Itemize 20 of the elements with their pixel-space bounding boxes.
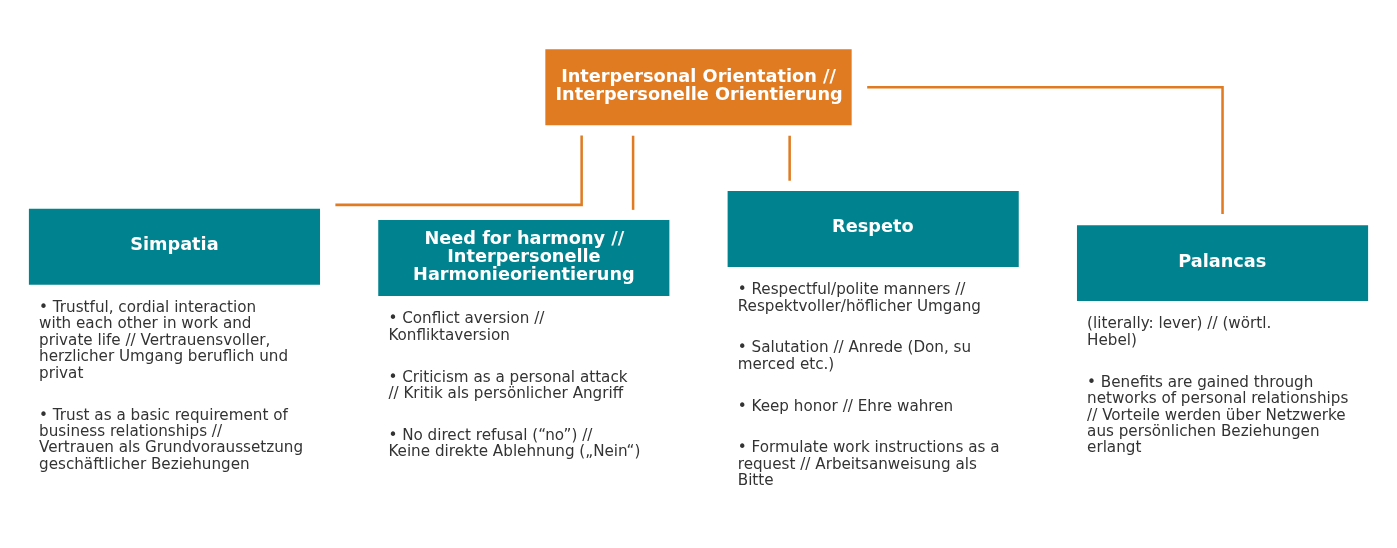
node-label: • Trustful, cordial interaction with each other in work and private life // Vertrauensvoller, herzlicher Umgang beruflich und privat bbox=[39, 297, 289, 382]
node-box: Simpatia bbox=[28, 208, 321, 285]
node-label: • No direct refusal (“no”) // Keine direkte Ablehnung („Nein“) bbox=[388, 425, 641, 460]
node-box: Need for harmony // Interpersonelle Harmonieorientierung bbox=[378, 219, 670, 296]
node-label: (literally: lever) // (wörtl. Hebel) bbox=[1087, 313, 1272, 349]
node-label: • Trust as a basic requirement of business relationships // Vertrauen als Grundvoraussetzung geschäftlicher Beziehungen bbox=[39, 405, 304, 473]
node-label: • Salutation // Anrede (Don, su merced etc.) bbox=[737, 337, 972, 373]
node-label: • Respectful/polite manners // Respektvoller/höflicher Umgang bbox=[737, 279, 982, 315]
connector bbox=[335, 134, 583, 206]
node-label: • Criticism as a personal attack // Kritik als persönlicher Angriff bbox=[388, 367, 628, 402]
connector bbox=[867, 85, 1224, 214]
connector bbox=[631, 135, 635, 210]
node-box: Palancas bbox=[1076, 224, 1369, 301]
node-label: • Keep honor // Ehre wahren bbox=[737, 396, 954, 415]
node-label: • Formulate work instructions as a request // Arbeitsanweisung als Bitte bbox=[737, 437, 1000, 489]
connector bbox=[788, 135, 791, 181]
node-box: Interpersonal Orientation // Interpersonelle Orientierung bbox=[545, 48, 852, 125]
node-label: • Benefits are gained through networks of personal relationships // Vorteile werden über Netzwerke aus persönlichen Beziehungen erlangt bbox=[1087, 372, 1349, 456]
node-box: Respeto bbox=[727, 190, 1019, 267]
node-label: • Conflict aversion // Konfliktaversion bbox=[388, 308, 545, 344]
